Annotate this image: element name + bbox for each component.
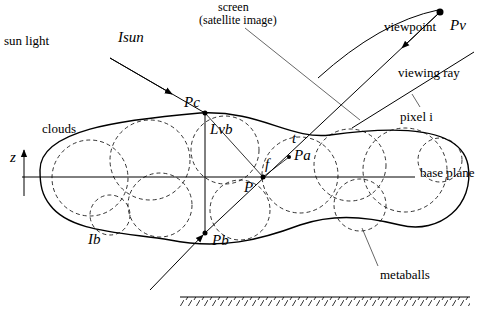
leader — [245, 28, 360, 120]
caption-label: metaballs — [380, 268, 430, 281]
symbol-label: Pv — [450, 18, 466, 33]
symbol-label: Pc — [184, 95, 200, 110]
symbol-label: f — [265, 157, 269, 172]
metaballs — [52, 116, 462, 240]
point — [287, 155, 291, 159]
symbol-label: P — [244, 180, 253, 195]
viewpoint-dot — [437, 9, 444, 16]
symbol-label: Pb — [212, 233, 229, 248]
caption-label: clouds — [42, 122, 76, 135]
z-axis — [24, 150, 25, 196]
symbol-label: Isun — [118, 30, 144, 45]
caption-label: pixel i — [400, 110, 433, 123]
vertical-line — [205, 113, 206, 233]
leader — [362, 228, 378, 266]
cloud-outline — [40, 113, 469, 244]
symbol-label: Ib — [88, 232, 101, 247]
symbol-label: Lvb — [210, 122, 233, 137]
caption-label: screen — [218, 1, 249, 13]
point — [203, 231, 208, 236]
caption-label: viewing ray — [398, 66, 460, 79]
point — [203, 111, 208, 116]
symbol-label: Pa — [294, 148, 311, 163]
light-path — [205, 113, 263, 177]
symbol-label: t — [292, 131, 296, 146]
ib-arrow — [150, 235, 203, 290]
viewing-ray — [205, 12, 440, 233]
sun-arrow — [110, 58, 172, 94]
base-plane — [22, 177, 415, 178]
axis-label: z — [10, 150, 16, 165]
leader — [412, 94, 420, 107]
caption-label: base plane — [420, 166, 475, 179]
caption-label: (satellite image) — [199, 14, 277, 26]
screen — [352, 52, 474, 128]
sun-ray — [110, 58, 205, 113]
caption-label: sun light — [4, 34, 49, 47]
caption-label: viewpoint — [384, 20, 436, 33]
point — [261, 175, 266, 180]
ground-hatch — [180, 297, 470, 306]
pa-line — [263, 157, 289, 177]
